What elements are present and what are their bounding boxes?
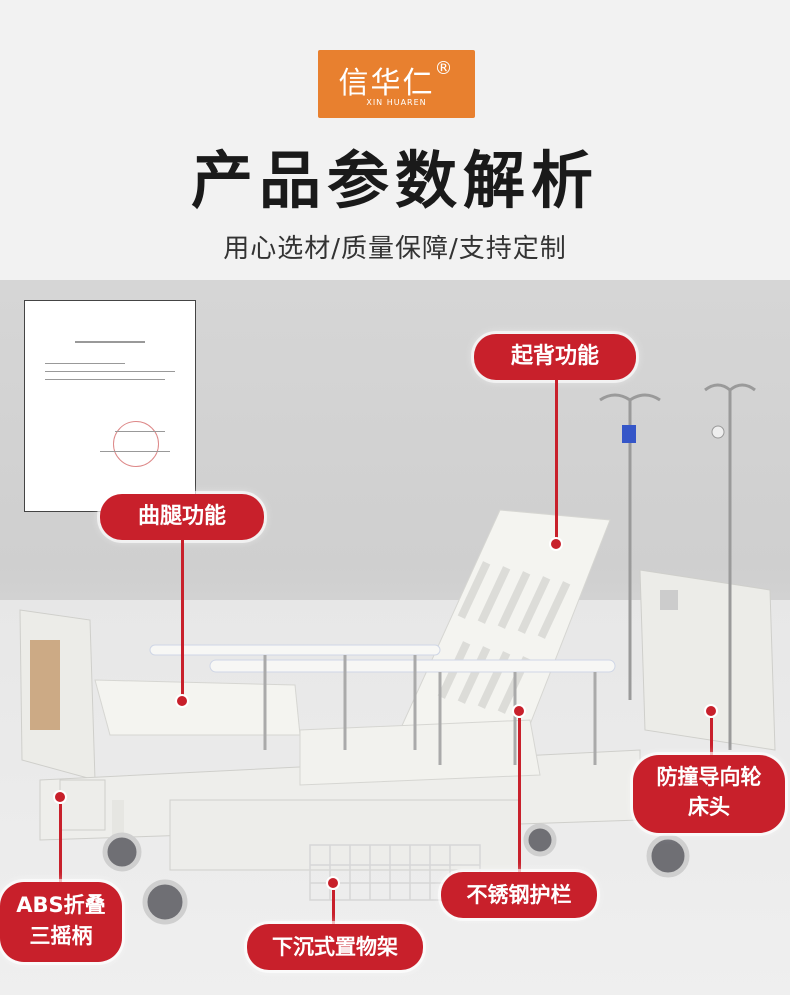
callout-knee-lift: 曲腿功能 [100, 494, 264, 540]
logo-name: 信华仁 [338, 66, 435, 101]
callout-guardrail: 不锈钢护栏 [441, 872, 597, 918]
certificate-document-image [24, 300, 196, 512]
brand-logo: 信华仁® XIN HUAREN [318, 50, 475, 118]
header-band [0, 0, 790, 280]
callout-crank-line1: ABS折叠 [16, 893, 106, 917]
callout-dot-crank [53, 790, 67, 804]
hospital-bed-illustration [19, 383, 776, 925]
callout-wheels-line2: 床头 [688, 795, 730, 819]
callout-wheels-line1: 防撞导向轮 [656, 765, 762, 789]
callout-dot-basket [326, 876, 340, 890]
registered-mark: ® [434, 58, 455, 79]
callout-line-knee-lift [181, 540, 184, 696]
logo-english-name: XIN HUAREN [366, 98, 427, 107]
callout-line-back-lift [555, 380, 558, 543]
callout-basket: 下沉式置物架 [247, 924, 423, 970]
callout-line-wheels [710, 718, 713, 758]
page-title: 产品参数解析 [190, 144, 599, 217]
callout-dot-knee-lift [175, 694, 189, 708]
callout-dot-guardrail [512, 704, 526, 718]
callout-dot-back-lift [549, 537, 563, 551]
red-seal-stamp [113, 421, 159, 467]
callout-line-crank [59, 804, 62, 884]
callout-back-lift: 起背功能 [474, 334, 636, 380]
callout-line-basket [332, 890, 335, 926]
callout-crank-line2: 三摇柄 [29, 924, 93, 948]
callout-line-guardrail [518, 718, 521, 874]
callout-wheels-headboard: 防撞导向轮 床头 [633, 755, 785, 833]
callout-dot-wheels [704, 704, 718, 718]
callout-abs-crank: ABS折叠 三摇柄 [0, 882, 122, 962]
page-subtitle: 用心选材/质量保障/支持定制 [223, 234, 567, 264]
